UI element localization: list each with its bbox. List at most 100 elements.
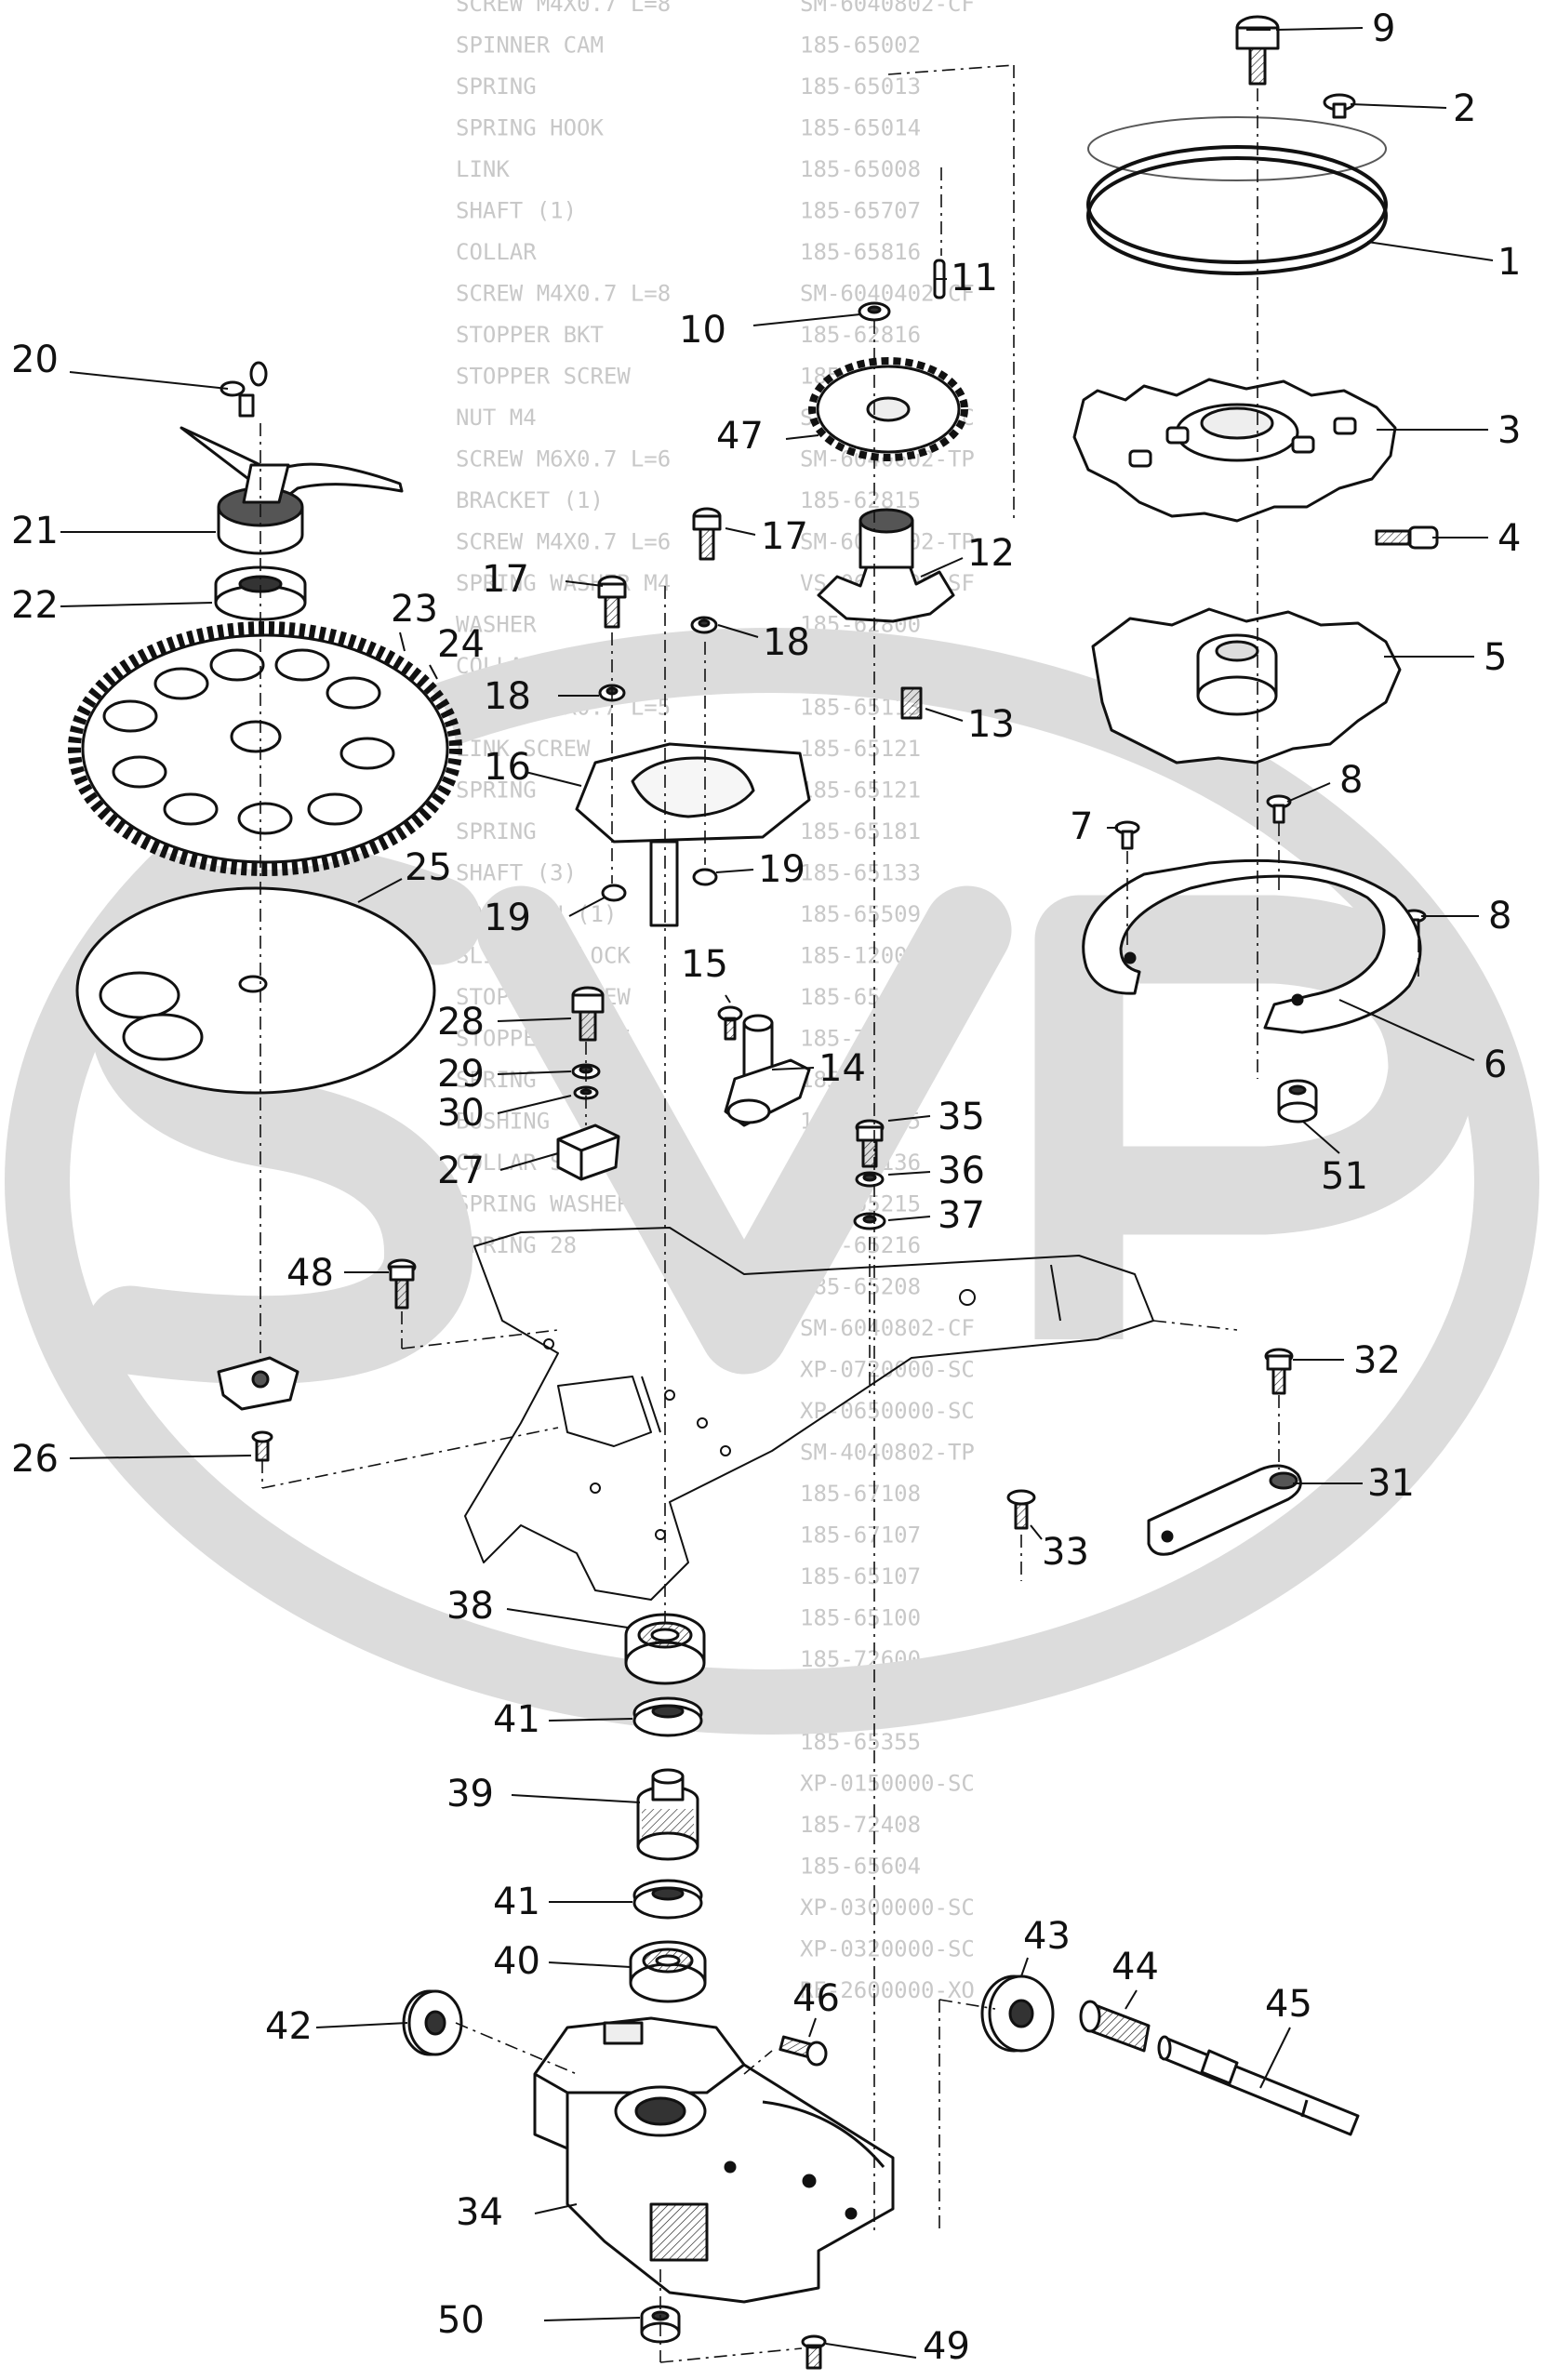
part-ring-1 xyxy=(1086,116,1388,275)
ghost-part-number: 185-65181 xyxy=(800,818,921,844)
part-bracket-16 xyxy=(575,742,811,927)
part-washer-41b xyxy=(632,1879,703,1920)
ghost-part-number: 185-65121 xyxy=(800,778,921,804)
part-housing-34 xyxy=(533,2016,895,2304)
callout-18: 18 xyxy=(763,621,810,664)
ghost-part-description: SHAFT (3) xyxy=(456,860,577,886)
ghost-part-number: 185-65014 xyxy=(800,115,921,141)
callout-19: 19 xyxy=(758,848,805,891)
ghost-part-number: XP-0650000-SC xyxy=(800,1398,975,1424)
part-screw-32 xyxy=(1264,1348,1294,1395)
part-nut-19b xyxy=(601,884,627,902)
part-block-27 xyxy=(556,1124,620,1181)
ghost-part-description: SPRING xyxy=(456,73,537,100)
part-screw-9 xyxy=(1235,15,1280,86)
callout-17b: 17 xyxy=(482,558,529,601)
callout-17: 17 xyxy=(761,515,808,558)
callout-42: 42 xyxy=(265,2005,313,2048)
part-washer-10 xyxy=(858,301,891,322)
callout-45: 45 xyxy=(1265,1983,1312,2026)
callout-3: 3 xyxy=(1497,409,1521,452)
callout-2: 2 xyxy=(1453,87,1476,130)
part-washer-36 xyxy=(855,1171,885,1188)
ghost-part-number: 185-65133 xyxy=(800,860,921,886)
callout-41b: 41 xyxy=(493,1881,540,1923)
part-bearing-38 xyxy=(624,1613,706,1685)
ghost-part-number: 185-65121 xyxy=(800,736,921,762)
ghost-part-number: 185-67107 xyxy=(800,1522,921,1549)
ghost-part-description: SPRING 28 xyxy=(456,1232,577,1258)
part-arm-31 xyxy=(1147,1464,1302,1556)
ghost-part-number: 185-72408 xyxy=(800,1812,921,1838)
ghost-part-description: SCREW M4X0.7 L=8 xyxy=(456,281,671,307)
callout-36: 36 xyxy=(938,1150,985,1192)
callout-13: 13 xyxy=(967,703,1015,746)
ghost-part-description: SCREW M4X0.7 L=8 xyxy=(456,0,671,17)
ghost-part-number: SM-6040402-CF xyxy=(800,281,975,307)
callout-24: 24 xyxy=(437,623,485,666)
callout-9: 9 xyxy=(1372,7,1395,50)
part-shaft-45 xyxy=(1157,2035,1360,2136)
callout-16: 16 xyxy=(484,746,531,789)
ghost-part-description: SHAFT (1) xyxy=(456,198,577,224)
part-bushing-51 xyxy=(1277,1079,1318,1124)
callout-40: 40 xyxy=(493,1940,540,1983)
part-screw-7 xyxy=(1114,820,1140,850)
callout-8: 8 xyxy=(1339,759,1363,802)
part-wheel-43 xyxy=(980,1974,1055,2053)
callout-18b: 18 xyxy=(484,675,531,718)
ghost-part-number: 185-65509 xyxy=(800,901,921,927)
assembly-lines xyxy=(260,64,1419,2363)
ghost-part-number: 185-67108 xyxy=(800,1481,921,1507)
callout-38: 38 xyxy=(446,1585,494,1628)
part-washer-41a xyxy=(632,1696,703,1737)
ghost-part-number: 185-65707 xyxy=(800,198,921,224)
callout-30: 30 xyxy=(437,1092,485,1135)
ghost-part-description: NUT M4 xyxy=(456,405,537,431)
ghost-part-description: SPRING WASHER M4 xyxy=(456,570,671,596)
ghost-part-number: XP-0150000-SC xyxy=(800,1771,975,1797)
part-fitting-20 xyxy=(220,361,268,418)
callout-44: 44 xyxy=(1111,1946,1159,1988)
callout-31: 31 xyxy=(1367,1462,1415,1505)
callout-21: 21 xyxy=(11,510,59,552)
part-washer-37 xyxy=(853,1212,886,1230)
callout-12: 12 xyxy=(967,532,1015,575)
callout-15: 15 xyxy=(681,943,728,986)
ghost-part-description: SPINNER CAM xyxy=(456,33,604,59)
ghost-part-description: COLLAR xyxy=(456,239,537,265)
callout-22: 22 xyxy=(11,584,59,627)
callout-23: 23 xyxy=(391,588,438,631)
callout-4: 4 xyxy=(1497,517,1521,560)
part-screw-46 xyxy=(779,2035,828,2067)
callout-49: 49 xyxy=(923,2325,970,2368)
callout-20: 20 xyxy=(11,339,59,381)
callout-43: 43 xyxy=(1023,1915,1071,1958)
callout-41: 41 xyxy=(493,1698,540,1741)
ghost-part-number: 185-65816 xyxy=(800,239,921,265)
part-screw-15 xyxy=(717,1005,743,1041)
callout-50: 50 xyxy=(437,2299,485,2342)
part-screw-28 xyxy=(571,986,605,1042)
ghost-part-description: SCREW M4X0.7 L=6 xyxy=(456,529,671,555)
ghost-part-number: 185-65107 xyxy=(800,1563,921,1589)
ghost-part-description: SPRING xyxy=(456,1067,537,1093)
part-screw-17a xyxy=(692,507,722,561)
callout-28: 28 xyxy=(437,1001,485,1044)
callout-48: 48 xyxy=(286,1252,334,1295)
part-foot-26 xyxy=(217,1356,299,1462)
part-arc-plate-6 xyxy=(1082,858,1422,1034)
ghost-part-number: 185-65604 xyxy=(800,1854,921,1880)
part-screw-8 xyxy=(1266,794,1292,824)
ghost-part-number: 185-65100 xyxy=(800,1605,921,1631)
ghost-part-number: XP-0320000-SC xyxy=(800,1936,975,1962)
ghost-part-description: STOPPER BKT xyxy=(456,322,604,348)
part-star-cam-3 xyxy=(1072,378,1397,523)
svp-watermark xyxy=(5,628,1539,1735)
callout-8b: 8 xyxy=(1488,895,1511,937)
ghost-part-description: STOPPER SCREW xyxy=(456,364,631,390)
part-lever-14 xyxy=(724,1014,811,1127)
ghost-part-number: 185-62816 xyxy=(800,322,921,348)
